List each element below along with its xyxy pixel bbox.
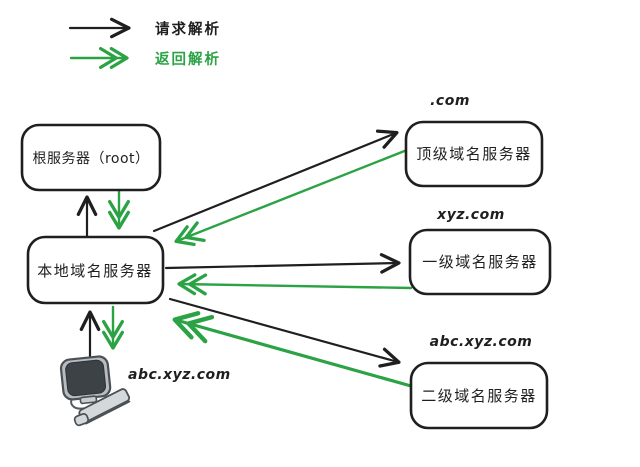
computer-icon: [59, 355, 131, 427]
first-level-domain-label: xyz.com: [436, 207, 505, 223]
tld-server-box: [404, 120, 544, 188]
tld-domain-label: .com: [430, 93, 470, 109]
monitor-screen: [65, 359, 107, 397]
arrow-tld-to-local-response: [174, 148, 409, 246]
local-dns-server-label: 本地域名服务器: [37, 262, 153, 280]
edges: [76, 129, 413, 388]
client-domain-label: abc.xyz.com: [128, 367, 231, 383]
second-level-server-label: 二级域名服务器: [421, 387, 537, 405]
root-server-label: 根服务器（root）: [32, 151, 149, 167]
node-second-level-server: abc.xyz.com 二级域名服务器: [409, 334, 549, 430]
node-tld-server: .com 顶级域名服务器: [404, 93, 544, 188]
legend: 请求解析 返回解析: [68, 17, 221, 70]
arrow-second-to-local-response: [172, 311, 413, 388]
first-level-server-label: 一级域名服务器: [422, 253, 538, 271]
local-dns-server-box: [26, 235, 165, 305]
second-level-server-box: [409, 361, 549, 430]
monitor-stand: [79, 395, 98, 405]
arrow-local-to-first-request: [164, 253, 401, 274]
legend-request-label: 请求解析: [155, 20, 221, 38]
mouse: [73, 413, 89, 427]
arrow-local-to-second-request: [168, 297, 401, 368]
tld-server-label: 顶级域名服务器: [416, 145, 532, 163]
client-computer: abc.xyz.com: [59, 355, 231, 427]
keyboard-edge: [85, 400, 131, 425]
node-first-level-server: xyz.com 一级域名服务器: [408, 207, 552, 296]
legend-response-label: 返回解析: [155, 50, 221, 68]
arrow-first-to-local-response: [177, 273, 413, 296]
first-level-server-box: [408, 228, 552, 296]
second-level-domain-label: abc.xyz.com: [430, 334, 533, 350]
arrow-local-to-tld-request: [152, 129, 399, 233]
root-server-box: [20, 123, 162, 192]
node-local-dns-server: 本地域名服务器: [26, 235, 165, 305]
node-root-server: 根服务器（root）: [20, 123, 162, 192]
